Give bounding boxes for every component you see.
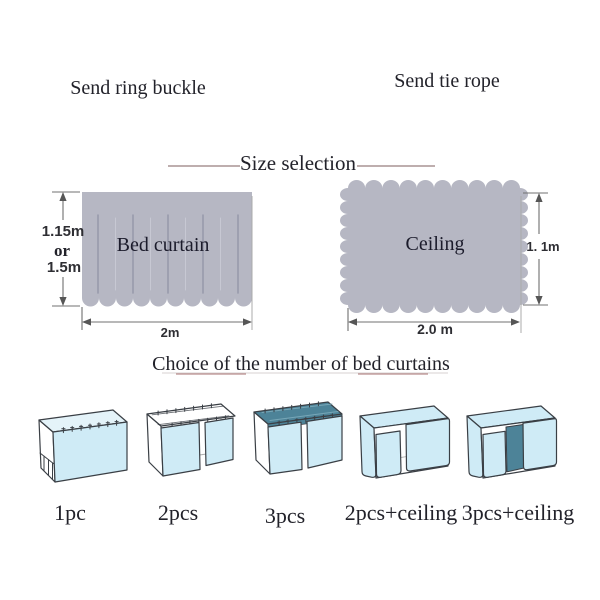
- ceiling-width-dimension: [347, 196, 522, 333]
- bed-curtain-width-value: 2m: [160, 325, 180, 340]
- curtain-fold-highlights: [115, 217, 221, 291]
- option-label-2pcs: 2pcs: [157, 500, 199, 525]
- curtain-hooks: [61, 419, 119, 434]
- curtain-hooks: [157, 403, 226, 428]
- bed-curtain-height-or: or: [53, 241, 71, 260]
- bed-curtain-height-value-2: 1.5m: [46, 259, 82, 276]
- bed-2pcs-icon: [146, 403, 236, 477]
- ceiling-height-dimension: [523, 192, 548, 306]
- ceiling-shape: [340, 180, 529, 313]
- choice-title: Choice of the number of bed curtains: [152, 353, 450, 375]
- bed-2pcs-ceiling-icon: [359, 405, 451, 479]
- option-label-1pc: 1pc: [54, 500, 86, 525]
- ceiling-label: Ceiling: [405, 233, 465, 255]
- bed-curtain-diagram-icon: [82, 192, 252, 307]
- choice-title-underline: [162, 372, 448, 375]
- bed-curtain-height-dimension: [52, 191, 80, 307]
- bed-curtain-width-dimension: [81, 196, 253, 330]
- promo-note-tie-rope: Send tie rope: [394, 70, 500, 92]
- bed-3pcs-icon: [253, 401, 343, 475]
- bed-3pcs-ceiling-icon: [466, 405, 558, 479]
- ceiling-height-value: 1. 1m: [526, 239, 560, 254]
- ceiling-width-value: 2.0 m: [417, 321, 453, 337]
- curtain-shape: [82, 192, 252, 307]
- curtain-folds: [97, 214, 239, 294]
- curtain-hooks: [264, 401, 335, 427]
- size-selection-title: Size selection: [239, 151, 357, 175]
- bed-curtain-height-value-1: 1.15m: [41, 223, 85, 240]
- promo-note-ring-buckle: Send ring buckle: [70, 77, 206, 99]
- ceiling-diagram-icon: [340, 180, 529, 313]
- option-label-2pcs-ceiling: 2pcs+ceiling: [344, 500, 458, 525]
- option-label-3pcs-ceiling: 3pcs+ceiling: [461, 500, 575, 525]
- bed-1pc-icon: [38, 409, 128, 483]
- option-label-3pcs: 3pcs: [264, 503, 306, 528]
- bed-curtain-label: Bed curtain: [116, 234, 210, 256]
